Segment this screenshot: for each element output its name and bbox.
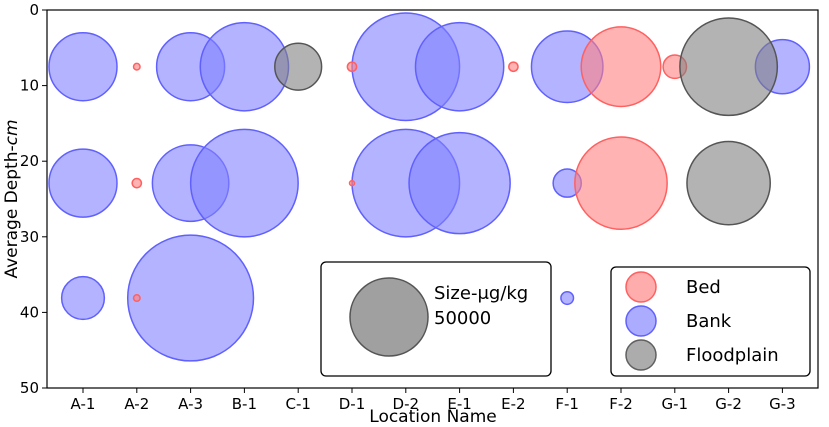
bubble-bed-e-2-7_5 xyxy=(508,61,519,73)
y-axis-label: Average Depth-cm xyxy=(2,119,22,278)
size-legend-bubble xyxy=(349,277,429,357)
size-legend-value: 50000 xyxy=(434,308,491,329)
size-legend-label: Size-μg/kg xyxy=(434,283,528,304)
bubble-bank-f-1-38_1 xyxy=(560,290,575,306)
x-tick-label-g-2: G-2 xyxy=(715,395,742,413)
x-tick-label-d-1: D-1 xyxy=(339,395,366,413)
x-tick-label-e-1: E-1 xyxy=(447,395,471,413)
legend-label-floodplain: Floodplain xyxy=(686,345,779,366)
color-legend-box xyxy=(610,266,811,377)
bubble-bed-d-1-7_5 xyxy=(346,61,358,73)
bubble-bank-e-1-22_9 xyxy=(408,131,511,235)
bubble-bed-f-2-7_5 xyxy=(580,26,662,108)
y-tick-label-10: 10 xyxy=(20,77,39,95)
bubble-bed-f-2-22_9 xyxy=(574,136,668,231)
bubble-layer xyxy=(48,12,811,362)
size-legend: Size-μg/kg 50000 xyxy=(320,261,552,377)
x-tick-label-a-2: A-2 xyxy=(124,395,149,413)
bubble-bank-e-1-7_5 xyxy=(414,21,505,112)
legend-marker-bed xyxy=(625,271,657,303)
y-tick-label-40: 40 xyxy=(20,303,39,321)
bubble-floodplain-c-1-7_5 xyxy=(274,42,323,91)
x-tick-label-f-1: F-1 xyxy=(555,395,579,413)
x-tick-label-g-1: G-1 xyxy=(662,395,689,413)
bubble-bed-d-1-22_9 xyxy=(348,179,356,187)
bubble-floodplain-g-2-7_5 xyxy=(679,17,779,117)
y-tick-label-20: 20 xyxy=(20,152,39,170)
bubble-bank-b-1-22_9 xyxy=(189,128,299,238)
bubble-floodplain-g-2-22_9 xyxy=(686,140,771,226)
legend-label-bed: Bed xyxy=(686,277,721,298)
x-axis-label: Location Name xyxy=(369,407,496,427)
y-tick-label-50: 50 xyxy=(20,379,39,397)
x-axis-ticks: A-1 A-2 A-3 B-1 C-1 D-1 D-2 E-1 E-2 F-1 F-2 G-1 G-2 G… xyxy=(71,388,796,413)
x-tick-label-a-1: A-1 xyxy=(71,395,96,413)
bubble-bed-a-2-38_1 xyxy=(132,294,141,303)
y-tick-label-0: 0 xyxy=(29,1,39,19)
x-tick-label-a-3: A-3 xyxy=(178,395,203,413)
legend-marker-floodplain xyxy=(625,339,657,371)
legend-label-bank: Bank xyxy=(686,311,732,332)
bubble-bed-a-2-7_5 xyxy=(132,62,141,71)
bubble-bank-a-1-38_1 xyxy=(60,275,106,321)
color-legend: Bed Bank Floodplain xyxy=(610,266,811,377)
x-tick-label-f-2: F-2 xyxy=(609,395,633,413)
y-tick-label-30: 30 xyxy=(20,228,39,246)
y-axis-ticks: 0 10 20 30 40 50 xyxy=(20,1,47,397)
bubble-bank-a-1-7_5 xyxy=(48,31,118,102)
bubble-bank-a-1-22_9 xyxy=(48,148,118,218)
x-tick-label-c-1: C-1 xyxy=(285,395,310,413)
x-tick-label-d-2: D-2 xyxy=(393,395,420,413)
bubble-bed-a-2-22_9 xyxy=(131,177,143,189)
bubble-bank-a-3-38_1 xyxy=(126,234,255,362)
x-tick-label-e-2: E-2 xyxy=(501,395,525,413)
x-tick-label-b-1: B-1 xyxy=(232,395,257,413)
x-tick-label-g-3: G-3 xyxy=(769,395,796,413)
legend-marker-bank xyxy=(625,305,657,337)
